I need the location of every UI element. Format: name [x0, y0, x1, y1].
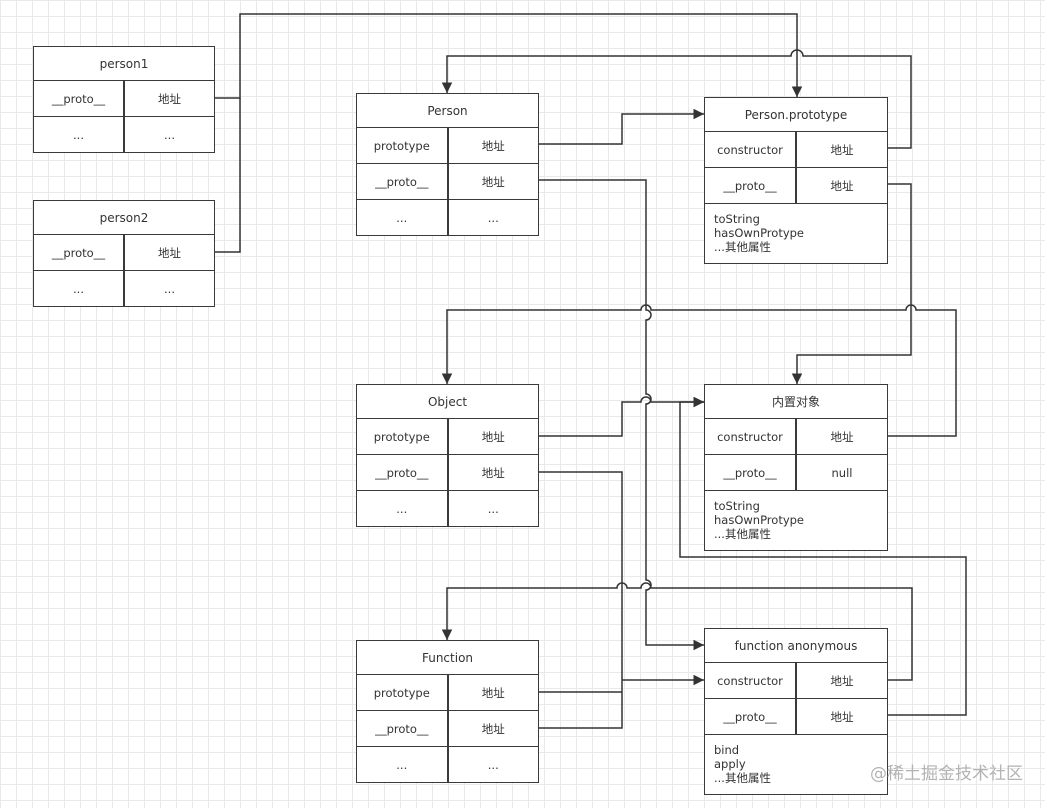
field-value: 地址 [795, 419, 887, 454]
arrow-function-proto [539, 680, 623, 729]
field-key: constructor [717, 142, 783, 157]
node-person2: person2 __proto__ 地址 ... ... [33, 200, 215, 307]
node-builtin-object: 内置对象 constructor 地址 __proto__ null toStr… [704, 384, 888, 551]
field-value: 地址 [446, 419, 539, 454]
field-row: __proto__ 地址 [357, 164, 538, 200]
field-row: constructor 地址 [705, 132, 887, 168]
field-value: ... [446, 200, 539, 236]
field-key: __proto__ [723, 178, 777, 193]
field-value: 地址 [123, 235, 214, 270]
node-person-prototype: Person.prototype constructor 地址 __proto_… [704, 97, 888, 264]
field-row: __proto__ 地址 [357, 455, 538, 491]
field-value: 地址 [795, 168, 887, 203]
field-row: prototype 地址 [357, 128, 538, 164]
node-title: person2 [34, 201, 214, 235]
extra-property: bind [714, 743, 740, 757]
arrow-person2-proto [215, 98, 241, 253]
field-row: ... ... [357, 491, 538, 527]
field-key: __proto__ [51, 245, 106, 260]
field-value: 地址 [446, 711, 539, 746]
field-row: __proto__ 地址 [34, 81, 214, 117]
field-key: prototype [373, 429, 430, 444]
field-key: __proto__ [375, 174, 429, 189]
arrow-object-proto [539, 471, 623, 680]
field-value: 地址 [795, 699, 887, 734]
arrow-anonymous-proto [679, 396, 967, 716]
field-value: 地址 [795, 663, 887, 698]
node-function-anonymous: function anonymous constructor 地址 __prot… [704, 628, 888, 795]
arrow-anonymous-constructor [441, 582, 913, 681]
field-value: 地址 [795, 132, 887, 167]
field-row: prototype 地址 [357, 419, 538, 455]
field-key: __proto__ [723, 465, 777, 480]
field-row: __proto__ 地址 [357, 711, 538, 747]
node-title: 内置对象 [705, 385, 887, 419]
field-row: ... ... [34, 271, 214, 307]
arrow-personproto-proto [791, 183, 912, 384]
field-row: ... ... [34, 117, 214, 153]
arrow-person-prototype [539, 108, 704, 145]
field-row: ... ... [357, 747, 538, 783]
field-row: __proto__ 地址 [34, 235, 214, 271]
field-key: __proto__ [375, 721, 429, 736]
node-person: Person prototype 地址 __proto__ 地址 ... ... [356, 93, 539, 236]
extra-property: hasOwnProtype [714, 226, 805, 240]
field-key: ... [73, 282, 84, 296]
field-row: constructor 地址 [705, 419, 887, 455]
field-key: constructor [717, 673, 783, 688]
field-key: ... [396, 502, 408, 516]
node-title: Function [357, 641, 538, 675]
field-value: 地址 [446, 675, 539, 710]
field-row: constructor 地址 [705, 663, 887, 699]
field-row: __proto__ 地址 [705, 699, 887, 735]
arrow-person1-proto [215, 13, 803, 99]
field-row: prototype 地址 [357, 675, 538, 711]
node-title: Object [357, 385, 538, 419]
arrow-object-prototype [539, 396, 704, 437]
field-value: ... [123, 117, 214, 153]
node-person1: person1 __proto__ 地址 ... ... [33, 46, 215, 153]
field-value: 地址 [446, 164, 539, 199]
field-value: ... [446, 747, 539, 783]
extra-property: ...其他属性 [714, 771, 771, 785]
extra-property: toString [714, 499, 760, 513]
extra-property: ...其他属性 [714, 240, 771, 254]
field-row: ... ... [357, 200, 538, 236]
node-title: Person [357, 94, 538, 128]
field-key: ... [73, 128, 84, 142]
arrow-builtin-constructor [441, 304, 957, 437]
field-key: ... [396, 758, 408, 772]
field-key: __proto__ [51, 91, 106, 106]
node-title: function anonymous [705, 629, 887, 663]
field-key: prototype [373, 138, 430, 153]
field-value: null [795, 455, 887, 490]
extra-property: hasOwnProtype [714, 513, 805, 527]
watermark: @稀土掘金技术社区 [870, 764, 1023, 784]
field-key: __proto__ [723, 709, 777, 724]
node-object: Object prototype 地址 __proto__ 地址 ... ... [356, 384, 539, 527]
field-value: 地址 [446, 128, 539, 163]
field-key: constructor [717, 429, 783, 444]
field-row: __proto__ null [705, 455, 887, 491]
field-row: __proto__ 地址 [705, 168, 887, 204]
node-title: person1 [34, 47, 214, 81]
node-title: Person.prototype [705, 98, 887, 132]
field-value: ... [446, 491, 539, 527]
extra-property: ...其他属性 [714, 527, 771, 541]
field-value: ... [123, 271, 214, 307]
field-value: 地址 [123, 81, 214, 116]
extra-properties: toString hasOwnProtype ...其他属性 [705, 204, 887, 258]
extra-properties: toString hasOwnProtype ...其他属性 [705, 491, 887, 545]
field-key: ... [396, 211, 408, 225]
node-function: Function prototype 地址 __proto__ 地址 ... .… [356, 640, 539, 783]
arrow-personproto-constructor [441, 49, 912, 149]
field-key: prototype [373, 685, 430, 700]
extra-property: apply [714, 757, 746, 771]
field-value: 地址 [446, 455, 539, 490]
extra-properties: bind apply ...其他属性 [705, 735, 887, 789]
field-key: __proto__ [375, 465, 429, 480]
extra-property: toString [714, 212, 760, 226]
